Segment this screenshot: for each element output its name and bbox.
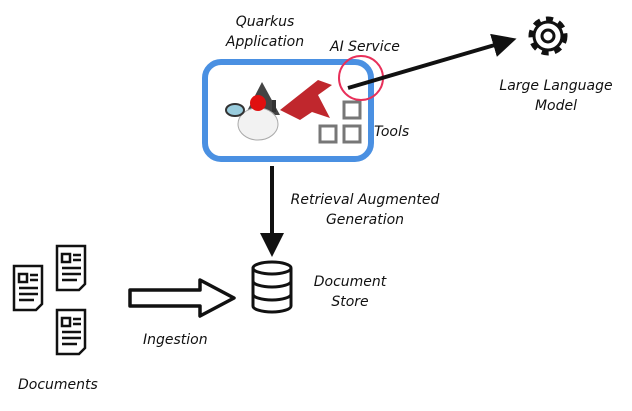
rag-label-line1: Retrieval Augmented xyxy=(290,192,440,208)
documents-icon xyxy=(12,244,87,356)
quarkus-label-line1: Quarkus xyxy=(235,14,295,30)
store-label-line1: Document xyxy=(313,274,387,290)
quarkus-app-box xyxy=(202,59,374,162)
store-label-line2: Store xyxy=(331,294,369,310)
tools-label: Tools xyxy=(374,124,410,140)
database-icon xyxy=(251,260,293,314)
rag-label-line2: Generation xyxy=(325,212,405,228)
ai-service-label: AI Service xyxy=(330,39,400,55)
documents-label: Documents xyxy=(18,377,98,393)
llm-label-line1: Large Language xyxy=(499,78,613,94)
gear-icon xyxy=(528,16,568,56)
quarkus-app-label: Quarkus Application xyxy=(215,12,315,52)
ingestion-arrow xyxy=(128,278,236,318)
llm-label: Large Language Model xyxy=(496,76,616,116)
ingestion-label: Ingestion xyxy=(143,332,208,348)
llm-arrow xyxy=(347,33,517,90)
tools-icon xyxy=(318,100,362,144)
quarkus-label-line2: Application xyxy=(225,34,305,50)
duke-mascot-icon xyxy=(225,80,332,141)
rag-label: Retrieval Augmented Generation xyxy=(285,190,445,230)
llm-label-line2: Model xyxy=(534,98,578,114)
document-store-label: Document Store xyxy=(305,272,395,312)
